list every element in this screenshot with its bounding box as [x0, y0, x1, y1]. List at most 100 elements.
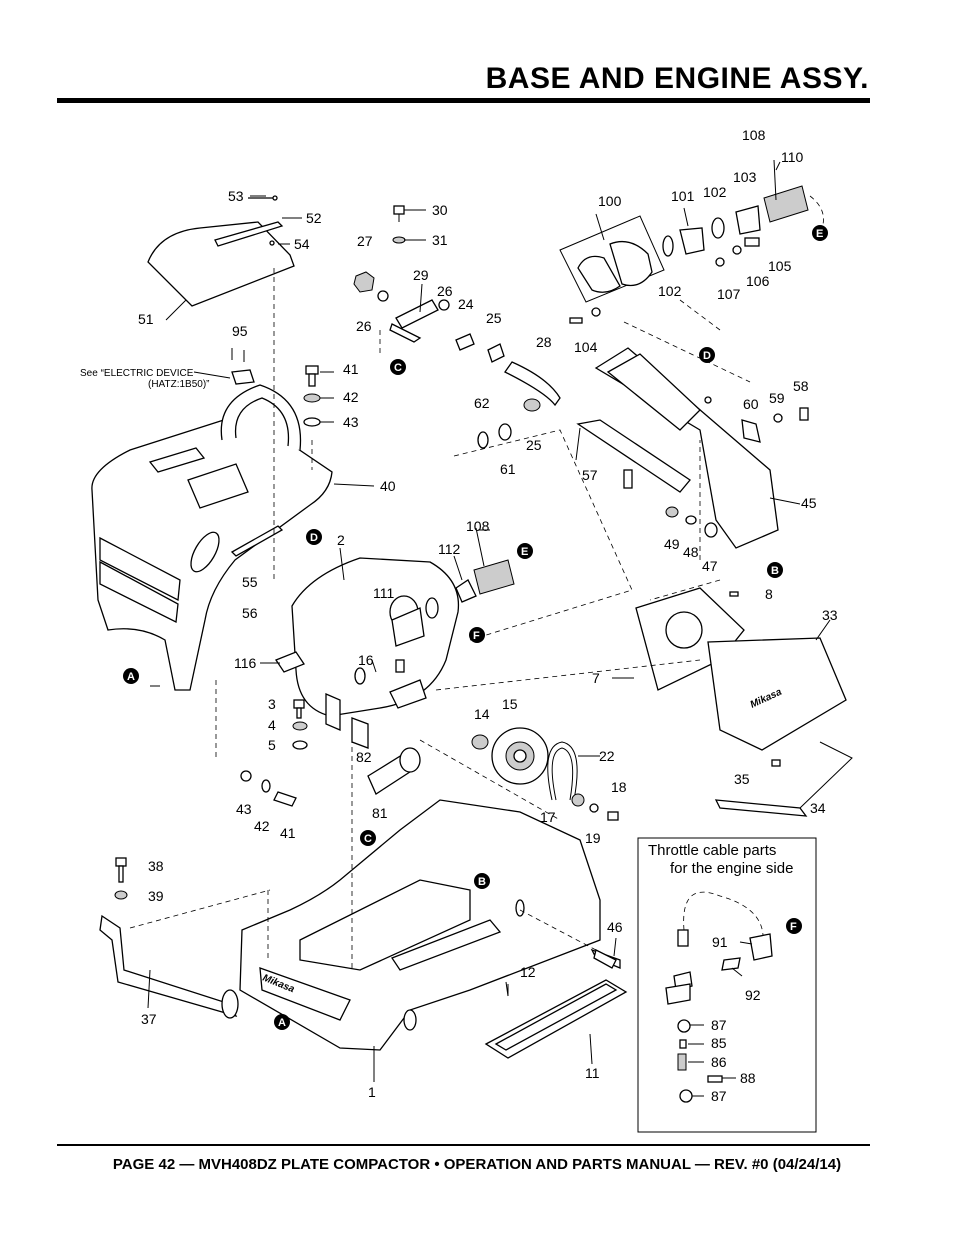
hose-28	[477, 343, 561, 449]
callout-C-upper: C	[390, 359, 406, 375]
callout-B-lower: B	[474, 873, 490, 889]
part-label-111: 111	[373, 585, 394, 601]
part-label-58: 58	[793, 378, 809, 394]
part-label-25-lower: 25	[526, 437, 542, 453]
throttle-box-title-line2: for the engine side	[670, 860, 793, 877]
part-label-87-lower: 87	[711, 1088, 727, 1104]
part-label-16: 16	[358, 652, 374, 668]
air-cleaner-100	[559, 215, 665, 303]
part-label-7: 7	[592, 670, 600, 686]
part-label-31: 31	[432, 232, 448, 248]
handle-37	[99, 857, 239, 1019]
part-label-82: 82	[356, 749, 372, 765]
part-label-108-upper: 108	[742, 127, 766, 143]
top-cover-plate	[147, 195, 295, 307]
callout-B-upper: B	[767, 562, 783, 578]
svg-text:B: B	[771, 565, 779, 577]
part-label-61: 61	[500, 461, 516, 477]
intake-fittings	[569, 159, 824, 324]
part-label-40: 40	[380, 478, 396, 494]
part-label-4: 4	[268, 717, 276, 733]
part-label-25-upper: 25	[486, 310, 502, 326]
part-label-108-lower: 108	[466, 518, 490, 534]
part-label-45: 45	[801, 495, 817, 511]
footer-rule	[57, 1144, 870, 1146]
connector-95	[231, 348, 255, 385]
part-label-42-upper: 42	[343, 389, 359, 405]
part-label-107: 107	[717, 286, 741, 302]
part-label-53: 53	[228, 188, 244, 204]
part-label-51: 51	[138, 311, 154, 327]
pulley-15	[471, 727, 549, 785]
part-label-15: 15	[502, 696, 518, 712]
svg-text:B: B	[478, 876, 486, 888]
engine-bracket-45	[576, 347, 809, 549]
page-footer: PAGE 42 — MVH408DZ PLATE COMPACTOR • OPE…	[112, 1156, 842, 1173]
part-label-112: 112	[438, 541, 461, 557]
bolt-stack-lower	[240, 770, 297, 807]
part-label-52: 52	[306, 210, 322, 226]
part-label-41-upper: 41	[343, 361, 359, 377]
skid-plate-11	[484, 979, 628, 1059]
callout-C-lower: C	[360, 830, 376, 846]
leader-lines	[147, 161, 831, 1097]
belt-cover-33: Mikasa	[635, 587, 847, 767]
base-plate-1: Mikasa	[239, 799, 621, 1051]
svg-text:C: C	[364, 833, 372, 845]
part-label-56: 56	[242, 605, 258, 621]
part-label-27: 27	[357, 233, 373, 249]
part-label-1: 1	[368, 1084, 376, 1100]
part-label-57: 57	[582, 467, 598, 483]
part-label-24: 24	[458, 296, 474, 312]
svg-text:D: D	[310, 532, 318, 544]
part-label-104: 104	[574, 339, 598, 355]
header-rule	[57, 98, 870, 103]
svg-text:C: C	[394, 362, 402, 374]
part-label-49: 49	[664, 536, 680, 552]
part-label-5: 5	[268, 737, 276, 753]
svg-text:E: E	[816, 228, 823, 240]
pipe-81-82	[367, 747, 421, 795]
part-label-103: 103	[733, 169, 757, 185]
part-label-37: 37	[141, 1011, 157, 1027]
part-label-17: 17	[540, 809, 556, 825]
part-label-85: 85	[711, 1035, 727, 1051]
bolt-stack-upper	[303, 365, 321, 427]
part-label-54: 54	[294, 236, 310, 252]
page-title: BASE AND ENGINE ASSY.	[485, 62, 869, 95]
part-label-28: 28	[536, 334, 552, 350]
part-label-29: 29	[413, 267, 429, 283]
part-label-55: 55	[242, 574, 258, 590]
exhaust-parts	[455, 527, 515, 603]
callout-D-upper: D	[699, 347, 715, 363]
part-label-95: 95	[232, 323, 248, 339]
part-label-18: 18	[611, 779, 627, 795]
guard-rail-34	[714, 741, 853, 817]
callout-F-upper: F	[469, 627, 485, 643]
part-label-105: 105	[768, 258, 792, 274]
part-label-86: 86	[711, 1054, 727, 1070]
callout-F-lower: F	[786, 918, 802, 934]
part-label-41-lower: 41	[280, 825, 296, 841]
part-label-102-lower: 102	[658, 283, 682, 299]
electric-device-note-line2: (HATZ:1B50)”	[148, 379, 210, 390]
part-label-12: 12	[520, 964, 536, 980]
part-label-43-upper: 43	[343, 414, 359, 430]
part-label-88: 88	[740, 1070, 756, 1086]
part-label-3: 3	[268, 696, 276, 712]
part-label-46: 46	[607, 919, 623, 935]
part-label-2: 2	[337, 532, 345, 548]
rod-assembly	[353, 205, 475, 351]
part-label-100: 100	[598, 193, 622, 209]
part-label-34: 34	[810, 800, 826, 816]
part-label-39: 39	[148, 888, 164, 904]
callout-A-upper: A	[123, 668, 139, 684]
electric-device-note-line1: See “ELECTRIC DEVICE	[80, 368, 194, 379]
part-label-47: 47	[702, 558, 718, 574]
belt-22	[547, 741, 619, 821]
part-label-87-upper: 87	[711, 1017, 727, 1033]
part-label-59: 59	[769, 390, 785, 406]
svg-text:E: E	[521, 546, 528, 558]
svg-text:F: F	[473, 630, 480, 642]
bolts-46-12	[507, 949, 617, 996]
